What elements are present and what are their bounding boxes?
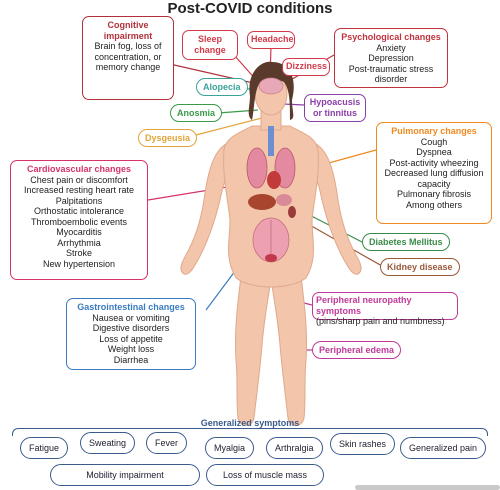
organs <box>246 126 296 263</box>
symptom-fever: Fever <box>146 432 188 454</box>
cardio-item: Increased resting heart rate <box>23 185 135 195</box>
cardio-item: Palpitations <box>55 195 103 206</box>
gastro-item: Nausea or vomiting <box>92 312 170 323</box>
symptom-myalgia: Myalgia <box>205 437 255 459</box>
cardio-item: Thromboembolic events <box>30 216 128 227</box>
edema-pill: Peripheral edema <box>312 341 402 359</box>
psychological-box: Psychological changes Anxiety Depression… <box>334 28 448 88</box>
cardio-item: New hypertension <box>42 258 116 269</box>
pulmonary-item: Post-activity wheezing <box>389 157 479 168</box>
cardiovascular-box: Cardiovascular changes Chest pain or dis… <box>10 160 148 280</box>
kidney <box>288 206 296 218</box>
gastrointestinal-box: Gastrointestinal changes Nausea or vomit… <box>66 298 196 370</box>
gastro-item: Diarrhea <box>113 354 149 365</box>
neuro-heading: Peripheral neuropathy symptoms <box>316 295 412 316</box>
headache-box: Headache <box>247 31 295 49</box>
gastro-item: Loss of appetite <box>99 333 163 344</box>
headache-label: Headache <box>251 34 294 44</box>
alopecia-pill: Alopecia <box>196 78 248 96</box>
hypoacusis-box: Hypoacusis or tinnitus <box>304 94 366 122</box>
left-lung <box>246 147 268 189</box>
brain <box>258 77 284 95</box>
pulmonary-item: Dyspnea <box>416 147 452 157</box>
hypoacusis-connector <box>282 103 305 106</box>
diabetes-pill: Diabetes Mellitus <box>362 233 450 251</box>
hair <box>248 61 294 120</box>
stomach <box>276 194 292 206</box>
trachea <box>268 126 274 156</box>
dysgeusia-connector <box>187 117 263 138</box>
symptom-mobility-impairment: Mobility impairment <box>50 464 200 486</box>
pulmonary-item: Pulmonary fibrosis <box>396 189 472 199</box>
psych-item: Anxiety <box>376 42 406 53</box>
cardio-item: Arrhythmia <box>57 237 101 248</box>
gastro-item: Weight loss <box>107 344 155 354</box>
pulmonary-item: Among others <box>405 199 463 210</box>
psych-heading: Psychological changes <box>341 32 441 42</box>
neuropathy-box: Peripheral neuropathy symptoms (pins/sha… <box>312 292 458 326</box>
page-title: Post-COVID conditions <box>167 0 333 17</box>
dizziness-label: Dizziness <box>286 61 328 71</box>
cognitive-body: Brain fog, loss of concentration, or mem… <box>94 41 162 72</box>
symptom-generalized-pain: Generalized pain <box>400 437 487 459</box>
psych-item: Post-traumatic stress disorder <box>348 63 434 85</box>
sleep-change-box: Sleep change <box>182 30 238 60</box>
dysgeusia-pill: Dysgeusia <box>138 129 198 147</box>
symptom-skin-rashes: Skin rashes <box>330 433 396 455</box>
cognitive-heading: Cognitive impairment <box>103 20 153 41</box>
cardio-item: Chest pain or discomfort <box>30 174 128 185</box>
symptom-arthralgia: Arthralgia <box>266 437 323 459</box>
neuro-body: (pins/sharp pain and numbness) <box>316 316 445 326</box>
hypoacusis-label: Hypoacusis or tinnitus <box>309 97 361 118</box>
psych-item: Depression <box>368 53 414 63</box>
pulmonary-heading: Pulmonary changes <box>391 126 477 136</box>
cardio-heading: Cardiovascular changes <box>26 164 132 174</box>
generalized-title: Generalized symptoms <box>200 418 300 428</box>
symptom-loss-of-muscle-mass: Loss of muscle mass <box>206 464 324 486</box>
pulmonary-item: Cough <box>420 136 448 147</box>
generalized-bracket <box>12 428 488 436</box>
dizziness-box: Dizziness <box>282 58 330 76</box>
sleep-label: Sleep change <box>194 34 226 55</box>
cardio-item: Orthostatic intolerance <box>33 206 125 216</box>
cognitive-impairment-box: Cognitive impairment Brain fog, loss of … <box>82 16 174 100</box>
gastro-item: Digestive disorders <box>92 323 170 333</box>
anosmia-pill: Anosmia <box>170 104 223 122</box>
bladder <box>265 254 277 262</box>
gastro-heading: Gastrointestinal changes <box>77 302 185 312</box>
pulmonary-item: Decreased lung diffusion capacity <box>384 168 484 189</box>
horizontal-scrollbar[interactable] <box>355 485 500 490</box>
heart <box>267 171 281 189</box>
cardio-item: Myocarditis <box>56 227 102 237</box>
symptom-sweating: Sweating <box>80 432 136 454</box>
liver <box>248 194 276 210</box>
cardio-item: Stroke <box>65 248 92 258</box>
pulmonary-box: Pulmonary changes Cough Dyspnea Post-act… <box>376 122 492 224</box>
symptom-fatigue: Fatigue <box>20 437 69 459</box>
kidney-pill: Kidney disease <box>380 258 460 276</box>
